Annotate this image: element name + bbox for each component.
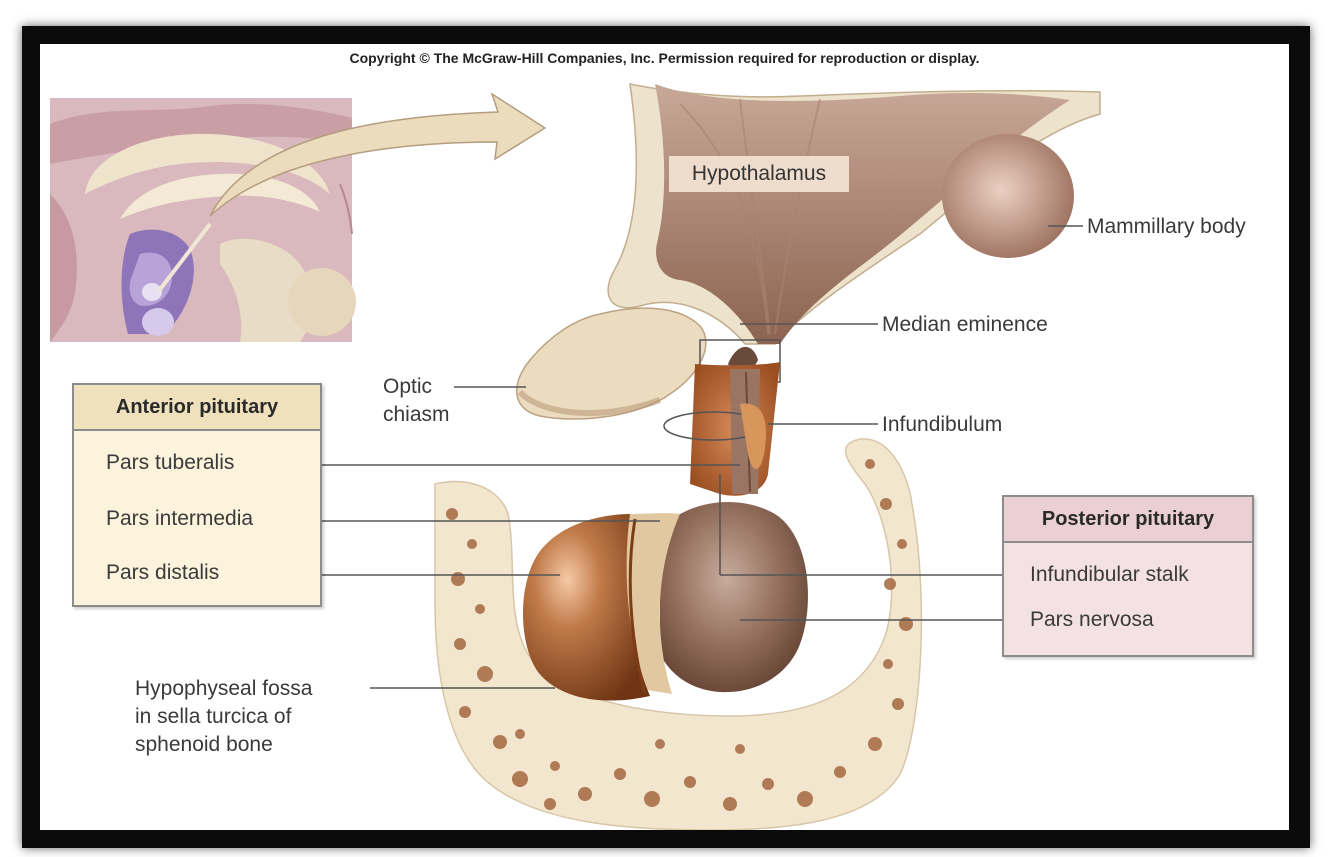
anterior-pituitary-box: Anterior pituitary Pars tuberalis Pars i… (72, 383, 322, 607)
label-infundibular-stalk: Infundibular stalk (1030, 563, 1189, 586)
pituitary-illustration (50, 83, 1101, 830)
label-hypothalamus: Hypothalamus (669, 156, 849, 192)
label-fossa-line1: Hypophyseal fossa (135, 677, 313, 700)
posterior-pituitary-box: Posterior pituitary Infundibular stalk P… (1002, 495, 1254, 657)
anterior-pituitary-title: Anterior pituitary (74, 385, 320, 431)
brain-inset (50, 98, 356, 342)
copyright-notice: Copyright © The McGraw-Hill Companies, I… (349, 50, 980, 66)
label-pars-tuberalis: Pars tuberalis (106, 451, 235, 474)
optic-chiasm (516, 307, 707, 420)
label-fossa-line3: sphenoid bone (135, 733, 273, 756)
label-pars-intermedia: Pars intermedia (106, 507, 254, 530)
label-pars-distalis: Pars distalis (106, 561, 220, 584)
anterior-lobe (523, 514, 650, 701)
arrow-icon (209, 92, 547, 217)
label-optic-chiasm-line1: Optic (383, 375, 433, 398)
label-fossa-line2: in sella turcica of (135, 705, 292, 728)
posterior-lobe (660, 502, 808, 693)
label-optic-chiasm-line2: chiasm (383, 403, 450, 426)
mammillary-body (942, 134, 1074, 258)
label-pars-nervosa: Pars nervosa (1030, 608, 1154, 631)
posterior-pituitary-title: Posterior pituitary (1004, 497, 1252, 543)
label-infundibulum: Infundibulum (882, 413, 1003, 436)
label-median-eminence: Median eminence (882, 313, 1048, 336)
label-mammillary-body: Mammillary body (1087, 215, 1246, 238)
diagram-panel: Copyright © The McGraw-Hill Companies, I… (40, 44, 1289, 830)
